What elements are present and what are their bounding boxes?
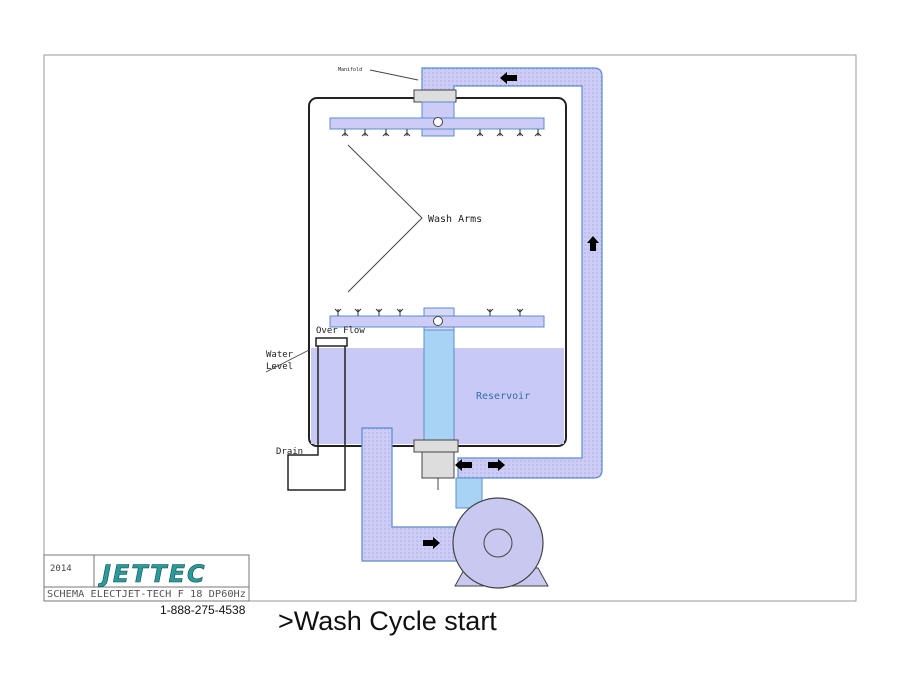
over-flow-label: Over Flow xyxy=(316,326,365,336)
manifold-label: Manifold xyxy=(338,67,362,73)
water-level-label-2: Level xyxy=(266,362,293,372)
cycle-caption: >Wash Cycle start xyxy=(278,606,497,636)
lower-arm-pivot xyxy=(433,316,443,326)
wash-arms-leader xyxy=(347,144,423,293)
wash-arms-label: Wash Arms xyxy=(428,214,482,225)
pump-icon xyxy=(452,497,549,589)
upper-arm-pivot xyxy=(433,117,443,127)
title-year: 2014 xyxy=(50,564,72,574)
arrow-right-icon xyxy=(423,537,440,549)
schema-label: SCHEMA ELECTJET-TECH F 18 DP60Hz xyxy=(47,589,246,600)
arrow-left-icon xyxy=(455,459,472,471)
overflow-drain-pipe xyxy=(287,346,346,491)
arrow-left-icon xyxy=(500,72,517,84)
phone-number: 1-888-275-4538 xyxy=(160,603,246,617)
company-logo: JETTEC xyxy=(98,560,207,588)
upper-nozzles xyxy=(341,129,542,137)
return-pipe xyxy=(421,67,603,479)
manifold-leader xyxy=(369,69,419,81)
arrow-up-icon xyxy=(587,236,599,251)
manifold-block xyxy=(413,89,457,103)
lower-nozzles xyxy=(334,308,524,316)
valve-body xyxy=(421,451,455,479)
drain-label: Drain xyxy=(276,447,303,457)
water-level-label-1: Water xyxy=(266,350,294,360)
title-block: 2014 JETTEC SCHEMA ELECTJET-TECH F 18 DP… xyxy=(43,554,250,602)
bottom-flange xyxy=(413,439,459,453)
water-level-leader xyxy=(265,349,310,373)
drawing-frame xyxy=(43,54,857,602)
reservoir-label: Reservoir xyxy=(476,391,530,402)
central-riser xyxy=(423,329,455,441)
arrow-right-icon xyxy=(488,459,505,471)
overflow-tube xyxy=(315,337,348,347)
